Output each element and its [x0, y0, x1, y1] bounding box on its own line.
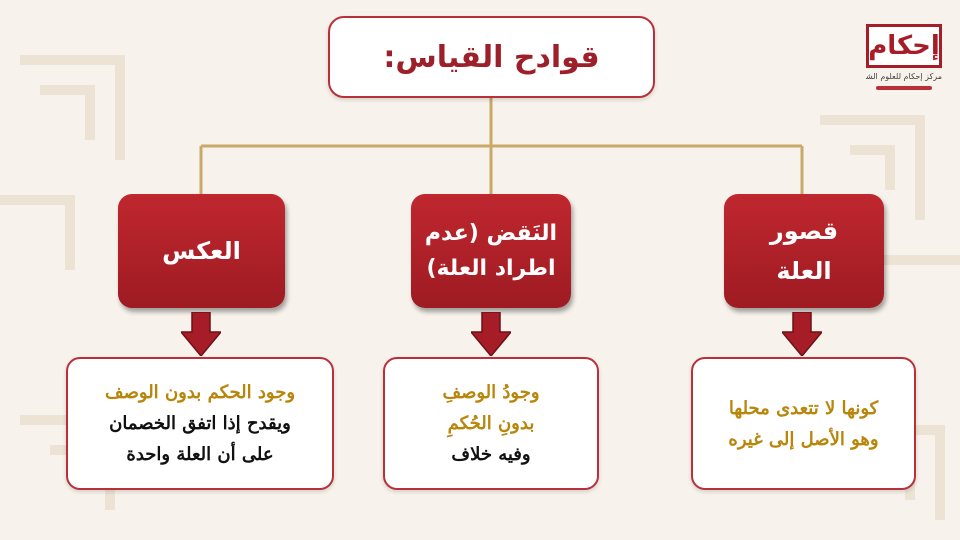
detail-line: بدونِ الحُكمِ	[447, 413, 535, 434]
node-contradiction: النَقض (عدم اطراد العلة)	[411, 194, 571, 308]
detail-line: كونها لا تتعدى محلها	[728, 397, 879, 419]
detail-contradiction: وجودُ الوصفِ بدونِ الحُكمِ وفيه خلاف	[383, 357, 599, 490]
logo-bar	[876, 86, 932, 90]
logo-text: إحكام	[868, 31, 940, 61]
node-limitation: قصور العلة	[724, 194, 884, 308]
diagram-title: قوادح القياس:	[383, 39, 600, 75]
logo-subtitle: مركز إحكام للعلوم الشرعية	[866, 72, 942, 81]
logo: إحكام مركز إحكام للعلوم الشرعية	[866, 24, 942, 94]
arrow-down-icon	[181, 312, 221, 356]
detail-line: وجود الحكم بدون الوصف	[104, 382, 296, 403]
node-limitation-label: قصور العلة	[769, 217, 839, 285]
detail-reversal: وجود الحكم بدون الوصف ويقدح إذا اتفق الخ…	[66, 357, 334, 490]
arrow-down-icon	[471, 312, 511, 356]
detail-limitation: كونها لا تتعدى محلها وهو الأصل إلى غيره	[691, 357, 916, 490]
logo-mark: إحكام	[866, 24, 942, 68]
detail-line: ويقدح إذا اتفق الخصمان	[109, 413, 291, 434]
node-reversal: العكس	[118, 194, 285, 308]
detail-line: وهو الأصل إلى غيره	[728, 428, 879, 450]
node-contradiction-label: النَقض (عدم اطراد العلة)	[424, 221, 558, 281]
detail-line: وفيه خلاف	[451, 444, 531, 465]
detail-line: على أن العلة واحدة	[126, 444, 274, 465]
title-box: قوادح القياس:	[328, 16, 655, 98]
detail-line: وجودُ الوصفِ	[442, 382, 540, 403]
arrow-down-icon	[782, 312, 822, 356]
node-reversal-label: العكس	[162, 237, 241, 265]
